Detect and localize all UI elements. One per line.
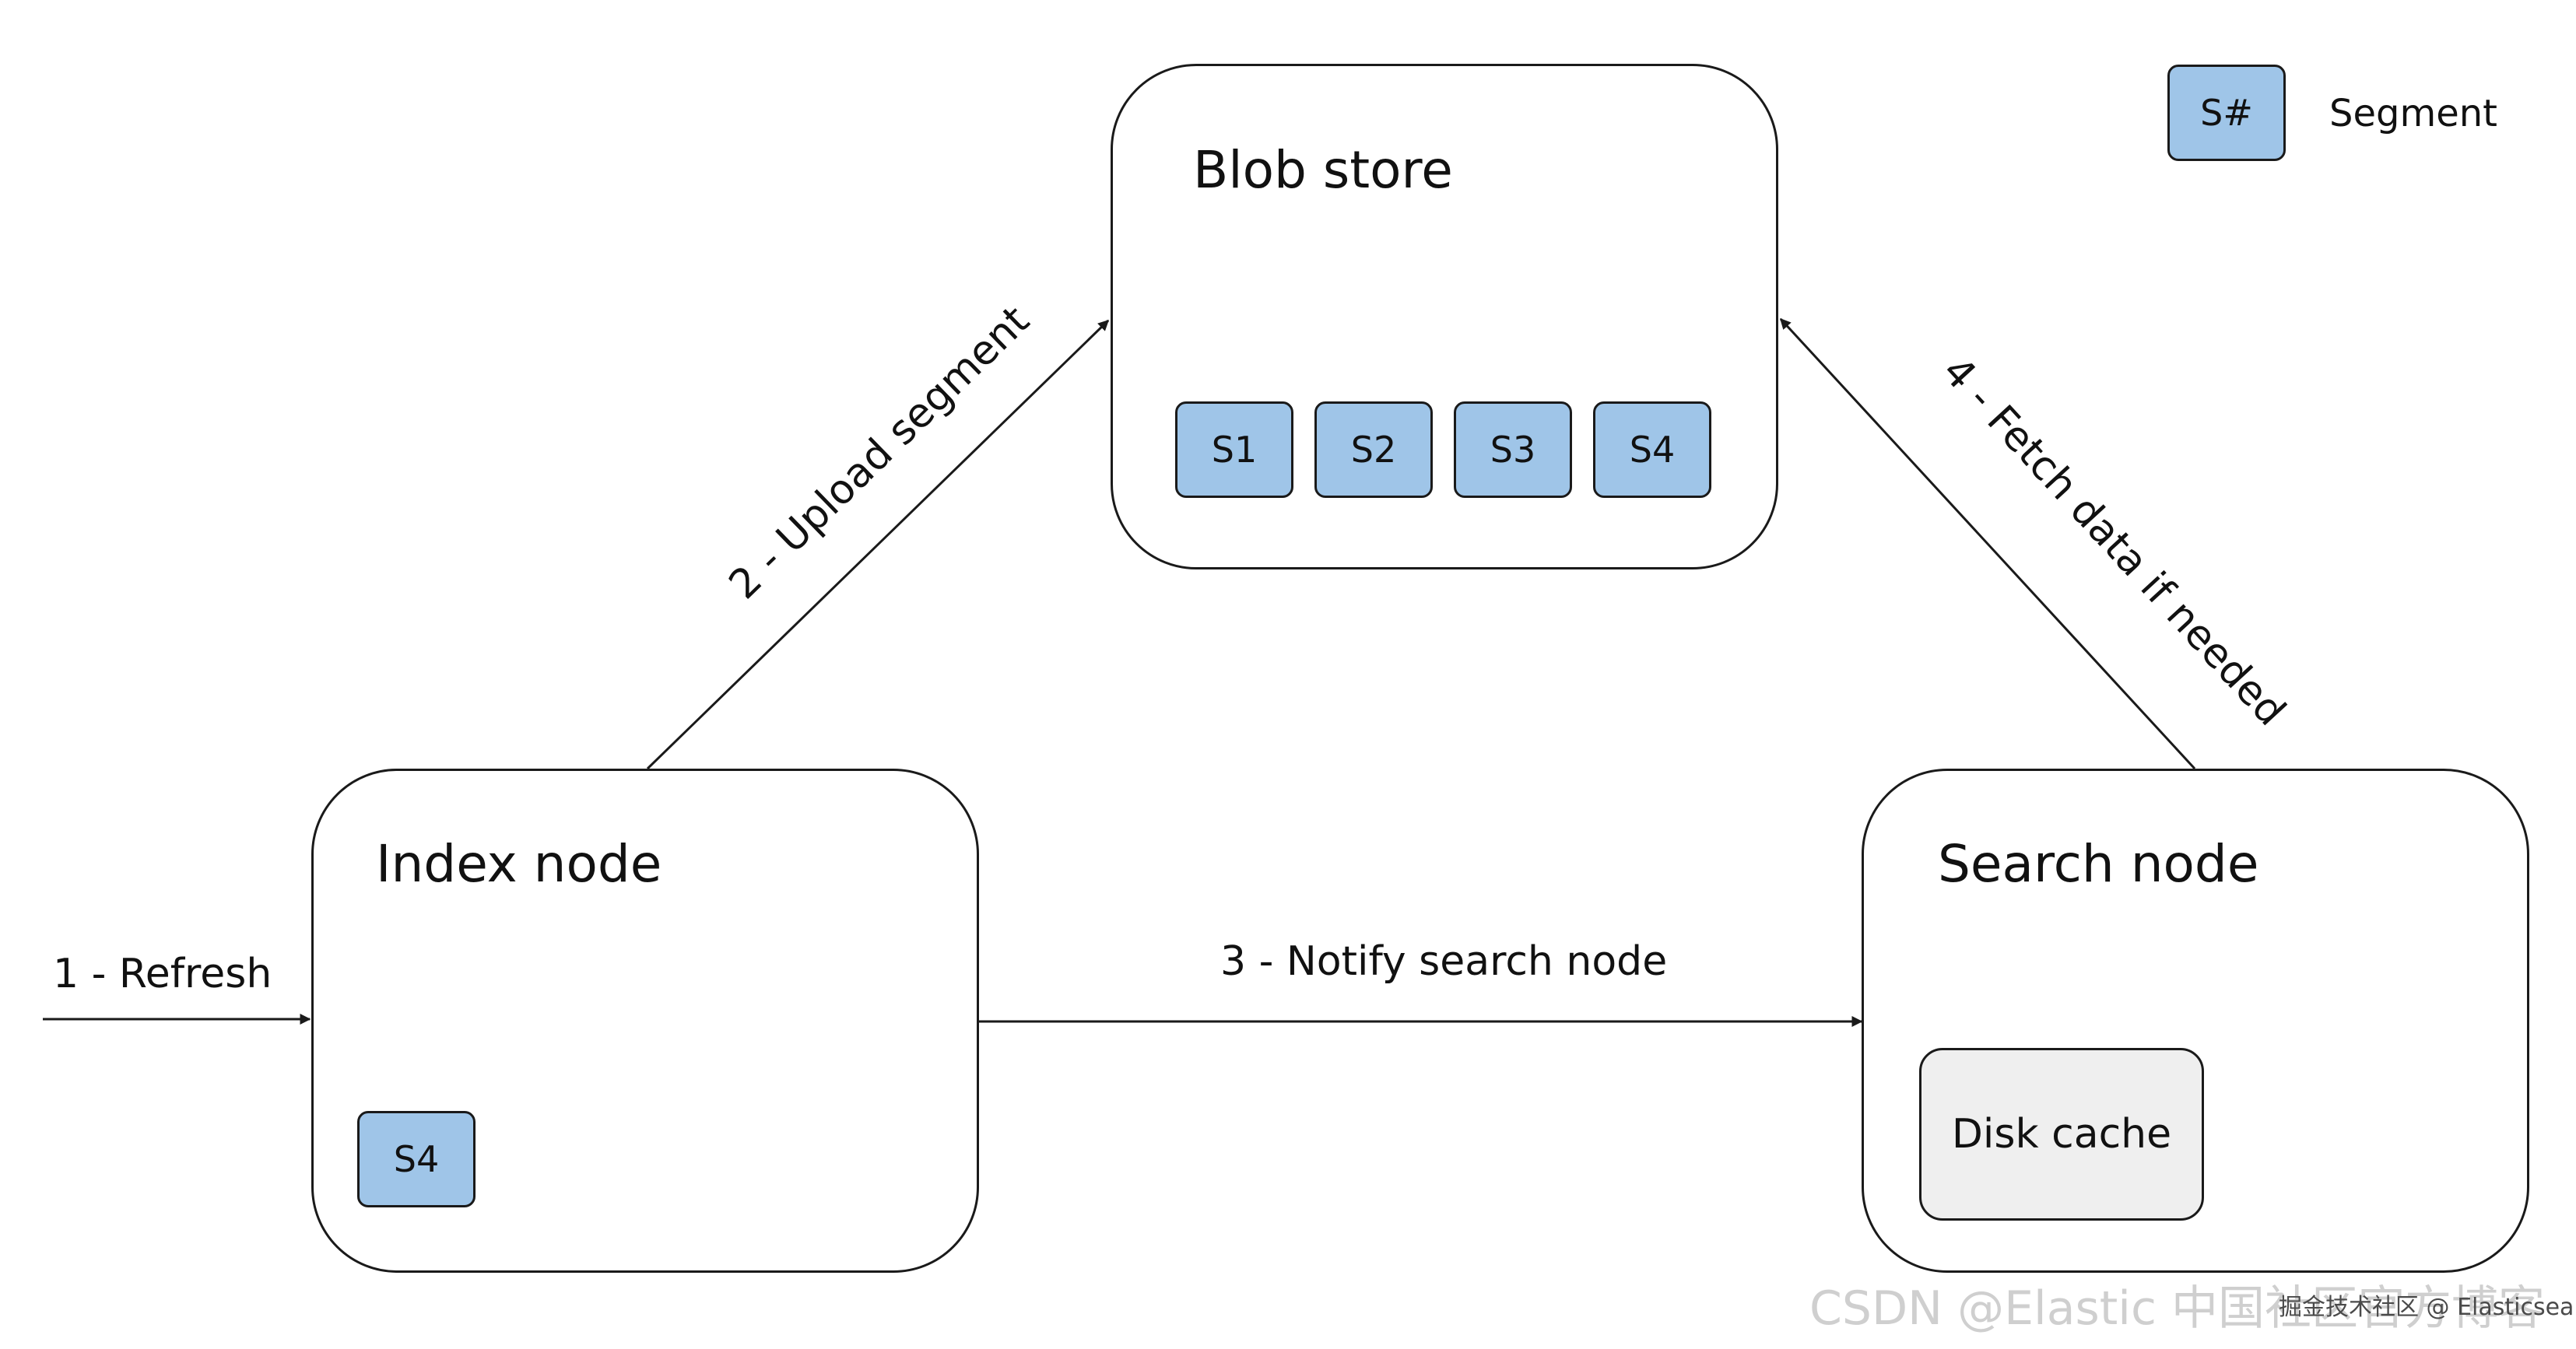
fetch-arrow: [1779, 317, 2196, 770]
legend-description: Segment: [2329, 92, 2497, 135]
blob-segment-s4: S4: [1593, 401, 1711, 498]
watermark-overlay: 掘金技术社区 @ Elasticsearch: [2279, 1294, 2576, 1321]
blob-segment-s3: S3: [1454, 401, 1572, 498]
legend-swatch-label: S#: [2200, 92, 2253, 134]
upload-arrow: [646, 319, 1110, 770]
legend-segment-swatch: S#: [2167, 65, 2286, 161]
search-node-title: Search node: [1938, 834, 2259, 894]
disk-cache: Disk cache: [1919, 1048, 2204, 1221]
index-segment-s4: S4: [357, 1111, 476, 1207]
notify-label: 3 - Notify search node: [1220, 938, 1668, 985]
blob-segment-s2: S2: [1314, 401, 1433, 498]
index-node-title: Index node: [376, 834, 662, 894]
blob-segment-s1: S1: [1175, 401, 1293, 498]
refresh-label: 1 - Refresh: [53, 951, 272, 997]
blob-store-title: Blob store: [1193, 140, 1453, 200]
watermark-text: CSDN @Elastic 中国社区官方博客: [1809, 1281, 2545, 1336]
